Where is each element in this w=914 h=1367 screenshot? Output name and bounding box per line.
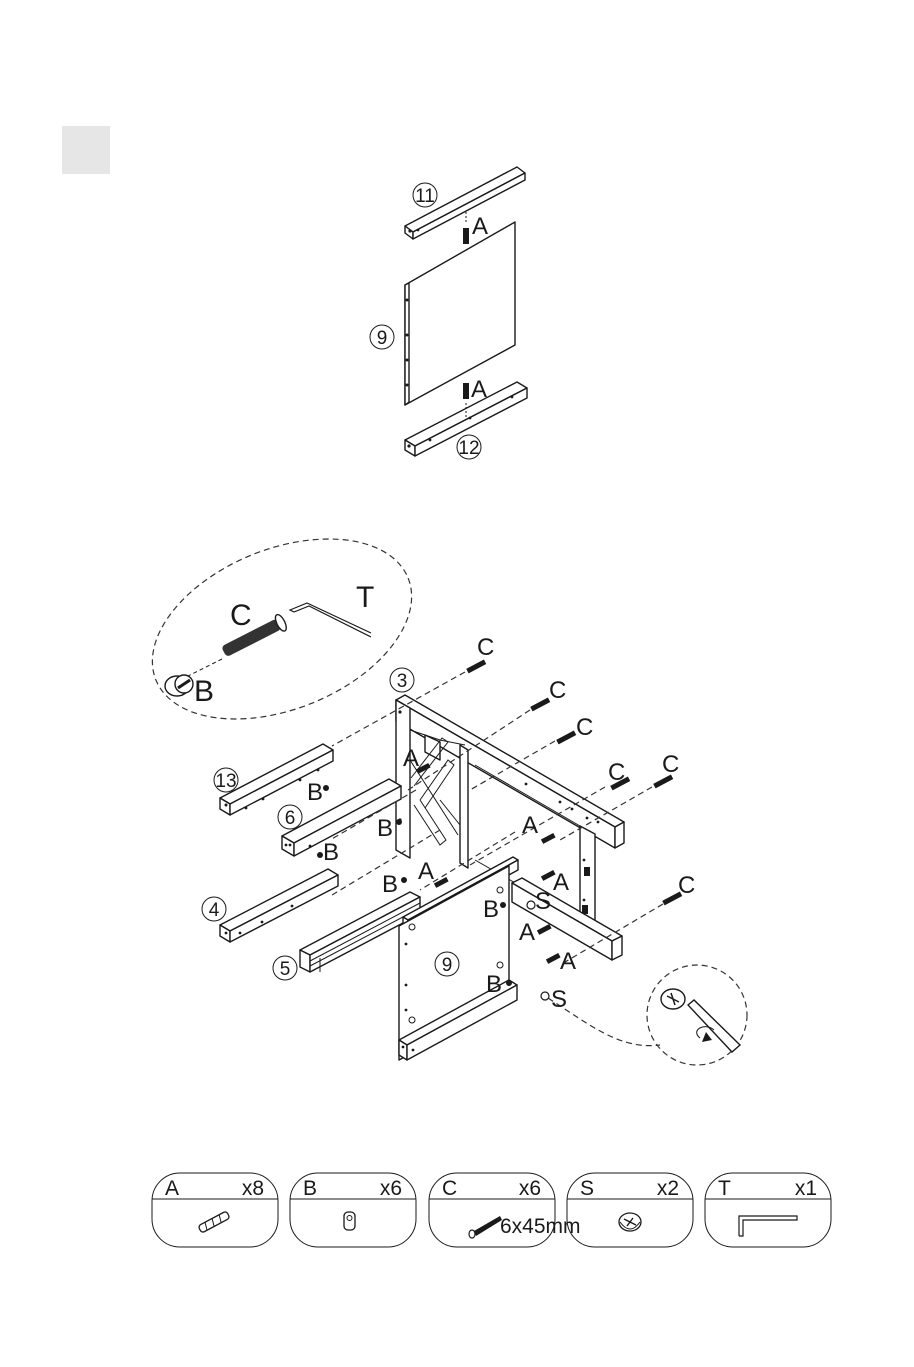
svg-text:x6: x6 xyxy=(519,1177,541,1200)
bolt-label: C xyxy=(230,599,252,632)
fastener-label: A xyxy=(553,869,569,896)
svg-text:A: A xyxy=(165,1177,179,1200)
fastener-label: A xyxy=(519,919,535,946)
hardware-item-c: C x6 6x45mm xyxy=(429,1173,581,1247)
fastener-label: B xyxy=(382,871,398,898)
part-number-5: 5 xyxy=(273,956,297,980)
part-9-panel xyxy=(399,857,518,1060)
fastener-label: S xyxy=(551,986,567,1013)
fastener-label: C xyxy=(678,872,695,899)
part-number-12: 12 xyxy=(457,435,481,459)
hardware-item-a: A x8 xyxy=(152,1173,278,1247)
svg-text:13: 13 xyxy=(215,771,236,792)
fastener-label: C xyxy=(662,751,679,778)
part-number-13: 13 xyxy=(214,768,238,792)
svg-text:9: 9 xyxy=(442,955,453,976)
svg-text:T: T xyxy=(718,1177,731,1200)
tool-label: T xyxy=(356,581,374,614)
part-number-4: 4 xyxy=(202,897,226,921)
main-assembly: C C C C C C A A A A A A B B B B B B S S … xyxy=(202,634,747,1065)
svg-text:9: 9 xyxy=(377,328,388,349)
fastener-label: B xyxy=(307,779,323,806)
nut-label: B xyxy=(194,675,214,708)
svg-text:4: 4 xyxy=(209,900,220,921)
top-assembly: A A 11 9 12 xyxy=(370,167,527,459)
fastener-label: A xyxy=(560,948,576,975)
dowel-icon xyxy=(198,1211,230,1233)
fastener-label: B xyxy=(377,815,393,842)
part-number-6: 6 xyxy=(278,805,302,829)
fastener-label: B xyxy=(483,896,499,923)
svg-text:x6: x6 xyxy=(380,1177,402,1200)
svg-text:12: 12 xyxy=(458,438,479,459)
fastener-label: A xyxy=(418,858,434,885)
hardware-item-s: S x2 xyxy=(567,1173,693,1247)
cam-lock-icon xyxy=(619,1213,641,1231)
fastener-label: C xyxy=(608,759,625,786)
part-4-rail xyxy=(220,869,338,942)
fastener-label: A xyxy=(522,812,538,839)
screwdriver-icon xyxy=(688,1000,740,1052)
part-number-3: 3 xyxy=(390,668,414,692)
barrel-nut-icon xyxy=(165,675,193,696)
fastener-label: S xyxy=(535,888,551,915)
fastener-label: A xyxy=(472,213,488,240)
bolt-icon xyxy=(469,1216,502,1238)
part-9-panel xyxy=(405,222,515,405)
svg-text:B: B xyxy=(303,1177,317,1200)
svg-text:11: 11 xyxy=(415,186,435,207)
hardware-item-t: T x1 xyxy=(705,1173,831,1247)
fastener-label: B xyxy=(323,839,339,866)
fastener-label: C xyxy=(549,677,566,704)
hardware-list: A x8 B x6 C x6 xyxy=(152,1173,831,1247)
fastener-label: A xyxy=(403,745,419,772)
barrel-nut-icon xyxy=(344,1212,355,1230)
cam-lock-detail xyxy=(647,965,747,1065)
part-number-9: 9 xyxy=(370,325,394,349)
svg-text:6: 6 xyxy=(285,808,296,829)
svg-text:5: 5 xyxy=(280,959,291,980)
fastener-label: C xyxy=(576,714,593,741)
svg-text:3: 3 xyxy=(397,671,408,692)
fastener-label: A xyxy=(471,376,487,403)
svg-text:S: S xyxy=(580,1177,594,1200)
svg-text:C: C xyxy=(442,1177,457,1200)
dowel-a-bottom xyxy=(463,383,469,399)
fastener-label: C xyxy=(477,634,494,661)
svg-text:x1: x1 xyxy=(795,1177,817,1200)
fastener-label: B xyxy=(486,971,502,998)
step-marker xyxy=(62,126,110,174)
svg-text:x2: x2 xyxy=(657,1177,679,1200)
detail-callout: C T B xyxy=(126,504,438,754)
svg-text:x8: x8 xyxy=(242,1177,264,1200)
part-number-11: 11 xyxy=(413,183,437,207)
dowel-a-top xyxy=(463,228,469,244)
allen-key-icon xyxy=(739,1216,797,1236)
hardware-item-b: B x6 xyxy=(290,1173,416,1247)
